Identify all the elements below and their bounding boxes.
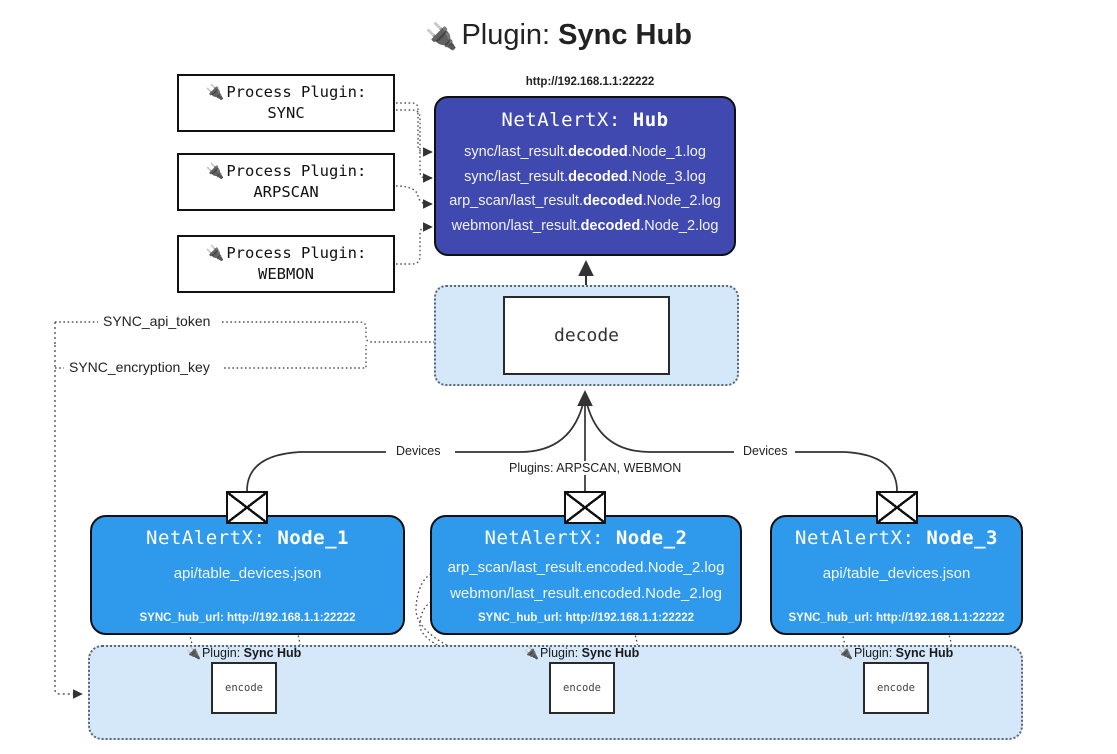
process-plugin-sync[interactable]: 🔌Process Plugin: SYNC bbox=[177, 74, 395, 132]
hub-title: NetAlertX: Hub bbox=[436, 109, 734, 131]
node-title-prefix: NetAlertX: bbox=[484, 527, 604, 549]
process-plugin-value: WEBMON bbox=[258, 265, 314, 283]
encoder-prefix: Plugin: bbox=[539, 646, 579, 660]
log-pre: sync/last_result. bbox=[464, 168, 569, 185]
process-plugin-value: ARPSCAN bbox=[253, 183, 319, 201]
encoder-name: Sync Hub bbox=[895, 646, 954, 660]
log-post: .Node_3.log bbox=[627, 168, 706, 185]
plug-icon: 🔌 bbox=[838, 646, 853, 660]
envelope-icon bbox=[876, 491, 918, 524]
plug-icon: 🔌 bbox=[186, 646, 201, 660]
edge-label-devices-right: Devices bbox=[739, 444, 792, 458]
node-log-list: api/table_devices.json bbox=[772, 561, 1021, 587]
hub-log-line: webmon/last_result.decoded.Node_2.log bbox=[436, 214, 734, 239]
log-mid: decoded bbox=[568, 168, 628, 185]
node-title-name: Node_3 bbox=[926, 527, 998, 549]
node-log-list: api/table_devices.json bbox=[92, 561, 403, 587]
plug-icon: 🔌 bbox=[425, 21, 458, 51]
page-title: 🔌Plugin: Sync Hub bbox=[0, 14, 1117, 57]
process-plugin-label: Process Plugin: bbox=[226, 244, 367, 262]
log-pre: sync/last_result. bbox=[464, 144, 569, 160]
hub-log-list: sync/last_result.decoded.Node_1.log sync… bbox=[436, 140, 734, 238]
log-mid: decoded bbox=[582, 193, 643, 209]
envelope-icon bbox=[226, 491, 268, 524]
page-title-prefix: Plugin: bbox=[461, 19, 551, 51]
encoder-name: Sync Hub bbox=[581, 646, 640, 660]
hub-url-label: http://192.168.1.1:22222 bbox=[525, 76, 655, 88]
encoder-plugin-label-3: 🔌Plugin: Sync Hub bbox=[838, 646, 953, 660]
node-title: NetAlertX: Node_1 bbox=[92, 527, 403, 549]
hub-log-line: arp_scan/last_result.decoded.Node_2.log bbox=[436, 189, 734, 214]
encoder-plugin-label-2: 🔌Plugin: Sync Hub bbox=[524, 646, 639, 660]
encoder-name: Sync Hub bbox=[243, 646, 302, 660]
log-post: .Node_2.log bbox=[642, 193, 721, 209]
plug-icon: 🔌 bbox=[205, 244, 225, 262]
process-plugin-webmon[interactable]: 🔌Process Plugin: WEBMON bbox=[177, 235, 395, 293]
hub-card[interactable]: NetAlertX: Hub sync/last_result.decoded.… bbox=[434, 96, 736, 256]
process-plugin-arpscan[interactable]: 🔌Process Plugin: ARPSCAN bbox=[177, 153, 395, 211]
node-title-prefix: NetAlertX: bbox=[146, 527, 266, 549]
encode-box-3[interactable]: encode bbox=[863, 662, 929, 714]
sync-api-token-label: SYNC_api_token bbox=[99, 313, 215, 329]
node-log-line: webmon/last_result.encoded.Node_2.log bbox=[450, 585, 722, 602]
encode-box-2[interactable]: encode bbox=[549, 662, 615, 714]
hub-log-line: sync/last_result.decoded.Node_3.log bbox=[436, 165, 734, 190]
node-log-line: arp_scan/last_result.encoded.Node_2.log bbox=[447, 559, 725, 576]
hub-title-name: Hub bbox=[632, 109, 669, 131]
hub-title-prefix: NetAlertX: bbox=[501, 109, 621, 131]
process-plugin-label: Process Plugin: bbox=[226, 83, 367, 101]
node-hub-url: SYNC_hub_url: http://192.168.1.1:22222 bbox=[477, 612, 695, 624]
process-plugin-label: Process Plugin: bbox=[226, 162, 367, 180]
encode-box-1[interactable]: encode bbox=[211, 662, 277, 714]
encoder-prefix: Plugin: bbox=[201, 646, 241, 660]
node-title-name: Node_2 bbox=[615, 527, 688, 549]
encoder-plugin-label-1: 🔌Plugin: Sync Hub bbox=[186, 646, 301, 660]
log-post: .Node_1.log bbox=[627, 144, 706, 160]
node-title-name: Node_1 bbox=[277, 527, 349, 549]
node-card-node-1[interactable]: NetAlertX: Node_1 api/table_devices.json… bbox=[90, 515, 405, 635]
node-log-line: api/table_devices.json bbox=[822, 565, 971, 582]
plug-icon: 🔌 bbox=[524, 646, 539, 660]
node-hub-url: SYNC_hub_url: http://192.168.1.1:22222 bbox=[139, 612, 356, 624]
edge-label-plugins: Plugins: ARPSCAN, WEBMON bbox=[505, 461, 686, 475]
node-log-line: api/table_devices.json bbox=[173, 565, 322, 582]
page-title-name: Sync Hub bbox=[558, 19, 692, 51]
edge-label-devices-left: Devices bbox=[392, 444, 445, 458]
encoder-prefix: Plugin: bbox=[853, 646, 893, 660]
sync-encryption-key-label: SYNC_encryption_key bbox=[65, 359, 214, 375]
log-mid: decoded bbox=[568, 144, 628, 160]
plug-icon: 🔌 bbox=[205, 162, 225, 180]
process-plugin-value: SYNC bbox=[267, 104, 305, 122]
envelope-icon bbox=[564, 491, 606, 524]
node-card-node-2[interactable]: NetAlertX: Node_2 arp_scan/last_result.e… bbox=[430, 515, 742, 635]
node-title: NetAlertX: Node_2 bbox=[432, 527, 740, 549]
node-title: NetAlertX: Node_3 bbox=[772, 527, 1021, 549]
node-title-prefix: NetAlertX: bbox=[795, 527, 915, 549]
decode-box[interactable]: decode bbox=[503, 296, 670, 375]
log-post: .Node_2.log bbox=[640, 217, 719, 234]
plug-icon: 🔌 bbox=[205, 83, 225, 101]
log-pre: webmon/last_result. bbox=[451, 217, 581, 234]
hub-log-line: sync/last_result.decoded.Node_1.log bbox=[436, 140, 734, 165]
node-hub-url: SYNC_hub_url: http://192.168.1.1:22222 bbox=[788, 612, 1005, 624]
log-pre: arp_scan/last_result. bbox=[449, 193, 583, 209]
node-log-list: arp_scan/last_result.encoded.Node_2.log … bbox=[432, 555, 740, 607]
node-card-node-3[interactable]: NetAlertX: Node_3 api/table_devices.json… bbox=[770, 515, 1023, 635]
log-mid: decoded bbox=[580, 217, 641, 234]
